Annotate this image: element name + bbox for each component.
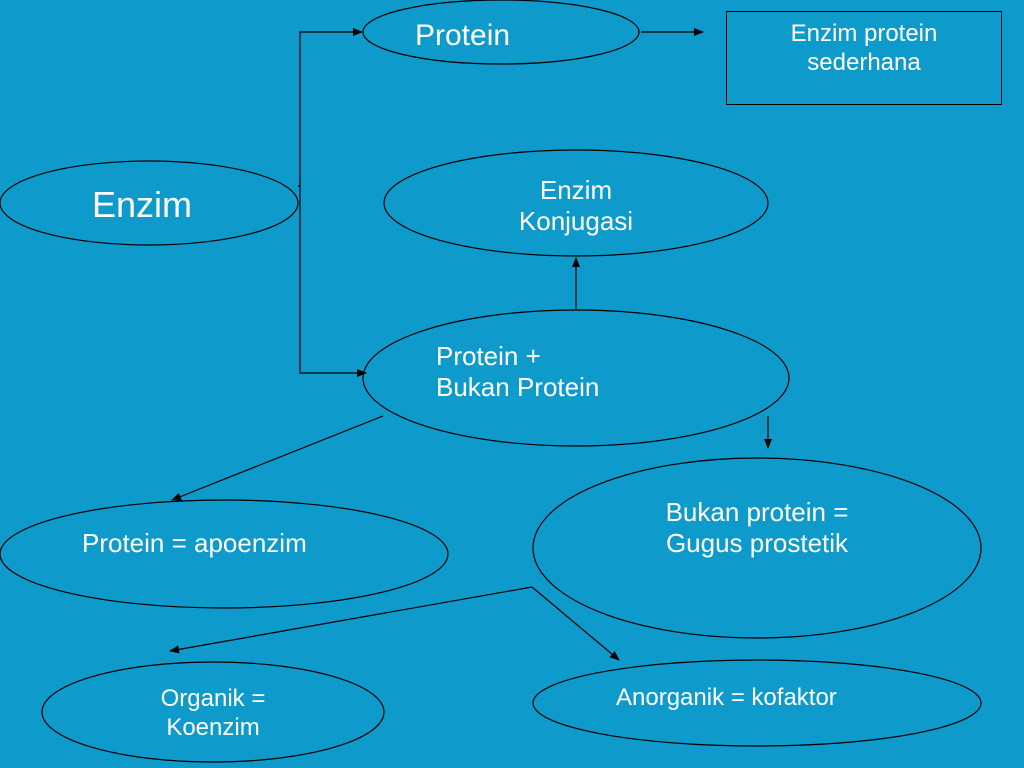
connector-enzim-trunk [298,28,363,187]
conjugated-enzyme-line-1: Enzim [539,175,613,205]
enzim-label: Enzim [92,184,193,225]
prosthetic-line-1: Bukan protein = [665,497,849,527]
conjugated-enzyme-line-2: Konjugasi [518,206,634,237]
coenzyme-ellipse [41,661,385,763]
prosthetic-label: Bukan protein = Gugus prostetik [597,497,917,559]
cofactor-ellipse [532,659,982,747]
arrow-to-apoenzyme [171,415,384,501]
protein-plus-ellipse [362,309,790,447]
prosthetic-ellipse [532,457,982,639]
conjugated-enzyme-ellipse [383,149,769,257]
simple-enzyme-line-2: sederhana [807,48,921,76]
protein-label: Protein [415,19,511,52]
simple-enzyme-line-1: Enzim protein [790,20,938,47]
apoenzyme-ellipse [0,499,449,609]
protein-plus-line-1: Protein + [436,341,541,371]
protein-plus-label: Protein + Bukan Protein [436,341,599,403]
simple-enzyme-label: Enzim protein sederhana [726,20,1002,78]
simple-enzyme-box [726,11,1002,105]
cofactor-label: Anorganik = kofaktor [616,684,837,711]
arrow-to-coenzyme [169,586,533,654]
apoenzyme-label: Protein = apoenzim [82,528,307,558]
coenzyme-label: Organik = Koenzim [113,685,313,743]
connector-enzim-lower [299,186,367,377]
arrow-to-cofactor [531,586,620,661]
enzim-ellipse [0,160,299,246]
protein-ellipse [362,0,640,65]
protein-plus-line-2: Bukan Protein [436,372,600,403]
conjugated-enzyme-label: Enzim Konjugasi [476,175,676,237]
prosthetic-line-2: Gugus prostetik [665,528,849,559]
coenzyme-line-2: Koenzim [166,713,260,741]
coenzyme-line-1: Organik = [160,685,266,712]
